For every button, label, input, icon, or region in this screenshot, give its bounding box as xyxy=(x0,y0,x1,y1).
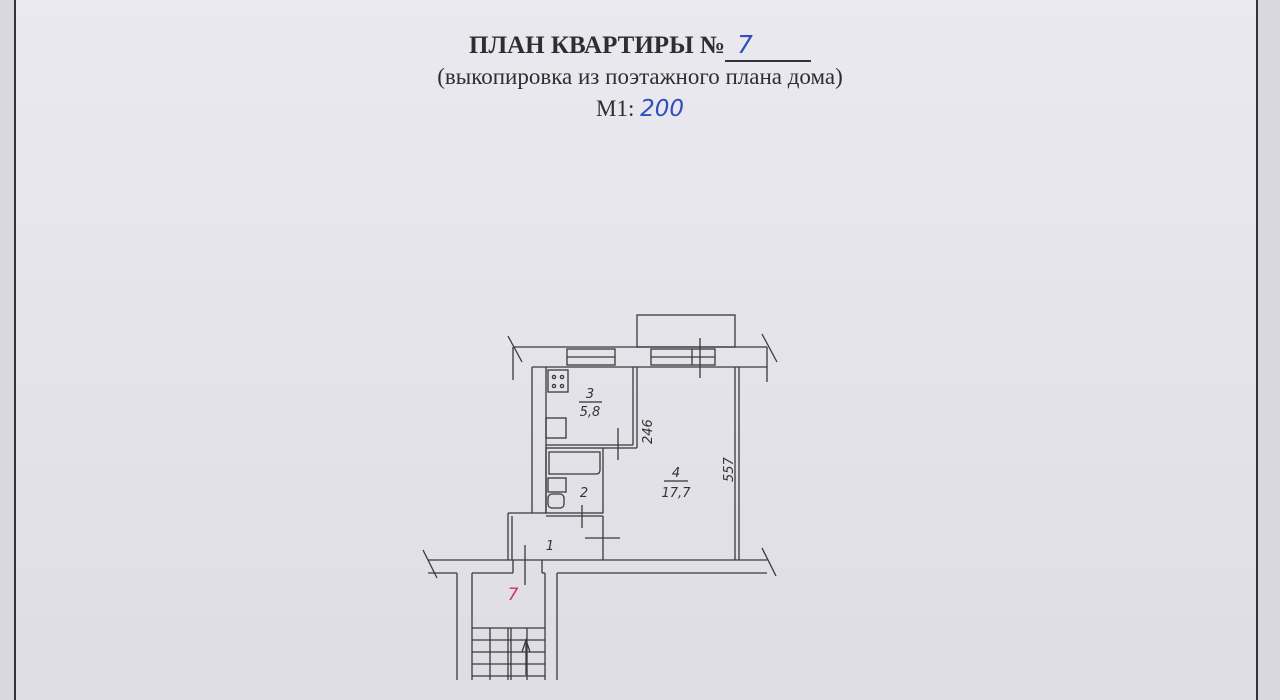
apartment-number: 7 xyxy=(737,30,753,59)
washbasin-icon xyxy=(547,477,567,493)
title-text: ПЛАН КВАРТИРЫ № xyxy=(469,32,725,59)
stove-icon xyxy=(547,369,569,393)
room-3-number: 3 xyxy=(586,387,594,402)
plan-title: ПЛАН КВАРТИРЫ № 7 xyxy=(0,30,1280,62)
floor-plan: 3 5,8 4 17,7 2 1 246 557 7 xyxy=(422,314,778,680)
room-4-number: 4 xyxy=(672,466,680,481)
apartment-number-field: 7 xyxy=(725,30,811,62)
plan-subtitle: (выкопировка из поэтажного плана дома) xyxy=(437,64,843,89)
room-3-area: 5,8 xyxy=(580,405,601,420)
scale-value: 200 xyxy=(640,96,684,122)
stairwell xyxy=(456,573,558,680)
bathroom xyxy=(545,447,604,514)
document-sheet xyxy=(14,0,1258,700)
sink-icon xyxy=(545,417,567,439)
dimension-room-depth: 557 xyxy=(722,456,737,482)
room-1-number: 1 xyxy=(546,539,554,554)
balcony xyxy=(636,314,736,348)
scale-label: М1: xyxy=(596,96,635,121)
apartment-mark: 7 xyxy=(508,585,519,605)
dimension-kitchen-depth: 246 xyxy=(641,419,656,444)
room-4-area: 17,7 xyxy=(662,486,692,501)
room-2-number: 2 xyxy=(580,486,588,501)
top-wall xyxy=(507,333,778,382)
plan-scale: М1: 200 xyxy=(0,96,1280,122)
bathtub-icon xyxy=(548,451,601,475)
toilet-icon xyxy=(547,493,565,509)
